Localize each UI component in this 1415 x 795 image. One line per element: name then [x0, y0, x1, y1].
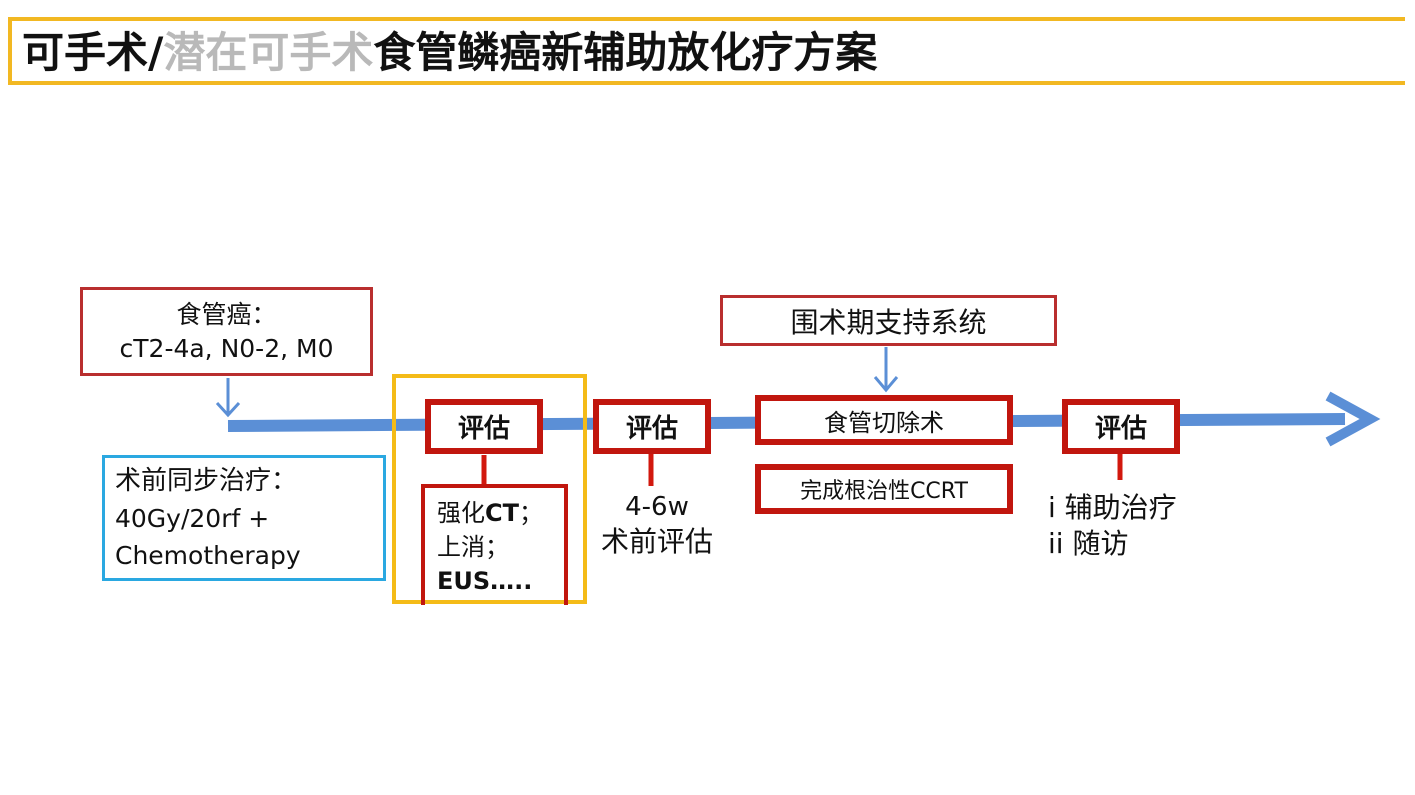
ccrt-label: 完成根治性CCRT [800, 479, 968, 504]
surgery-box: 食管切除术 [755, 395, 1013, 445]
perioperative-support-label: 围术期支持系统 [790, 305, 987, 339]
eval1-detail-ct: 强化CT； [437, 498, 543, 527]
eval1-detail-box: 强化CT； 上消； EUS….. [421, 484, 568, 605]
page-title: 可手术/潜在可手术食管鳞癌新辅助放化疗方案 [22, 24, 877, 82]
surgery-label: 食管切除术 [824, 408, 944, 437]
title-bar [8, 17, 1405, 85]
diagnosis-label: 食管癌： [176, 299, 277, 329]
eval2-note: 4-6w 术前评估 [592, 490, 722, 560]
eval1-highlight [392, 374, 587, 604]
diagnosis-staging: cT2-4a, N0-2, M0 [119, 333, 334, 363]
ccrt-box: 完成根治性CCRT [755, 464, 1013, 514]
eval2-label: 评估 [625, 414, 678, 444]
eval3-label: 评估 [1094, 414, 1147, 444]
eval3-followup: ii 随访 [1048, 527, 1129, 560]
eval3-note: i 辅助治疗 ii 随访 [1048, 490, 1248, 562]
preop-therapy-label: 术前同步治疗： [115, 465, 298, 496]
preop-therapy-dose: 40Gy/20rf + [115, 503, 270, 533]
eval1-detail-eus: EUS….. [437, 566, 533, 595]
title-part-potentially-operable: 潜在可手术 [163, 28, 374, 77]
perioperative-support-box: 围术期支持系统 [720, 295, 1057, 346]
eval1-box: 评估 [425, 399, 543, 454]
support-arrowhead [873, 376, 899, 393]
timeline-arrowhead [1325, 391, 1381, 447]
title-part-regimen: 食管鳞癌新辅助放化疗方案 [373, 28, 878, 77]
title-part-operable: 可手术/ [22, 28, 164, 77]
diagnosis-arrowhead [215, 401, 241, 418]
eval3-box: 评估 [1062, 399, 1180, 454]
preop-therapy-chemo: Chemotherapy [115, 540, 301, 570]
eval1-label: 评估 [457, 414, 510, 444]
eval2-box: 评估 [593, 399, 711, 454]
diagnosis-box: 食管癌： cT2-4a, N0-2, M0 [80, 287, 373, 376]
eval3-adjuvant: i 辅助治疗 [1048, 491, 1177, 524]
eval1-detail-endoscopy: 上消； [437, 532, 509, 561]
eval2-timing: 4-6w [625, 492, 689, 522]
preop-therapy-box: 术前同步治疗： 40Gy/20rf + Chemotherapy [102, 455, 386, 581]
eval2-preop-assessment: 术前评估 [600, 525, 713, 558]
